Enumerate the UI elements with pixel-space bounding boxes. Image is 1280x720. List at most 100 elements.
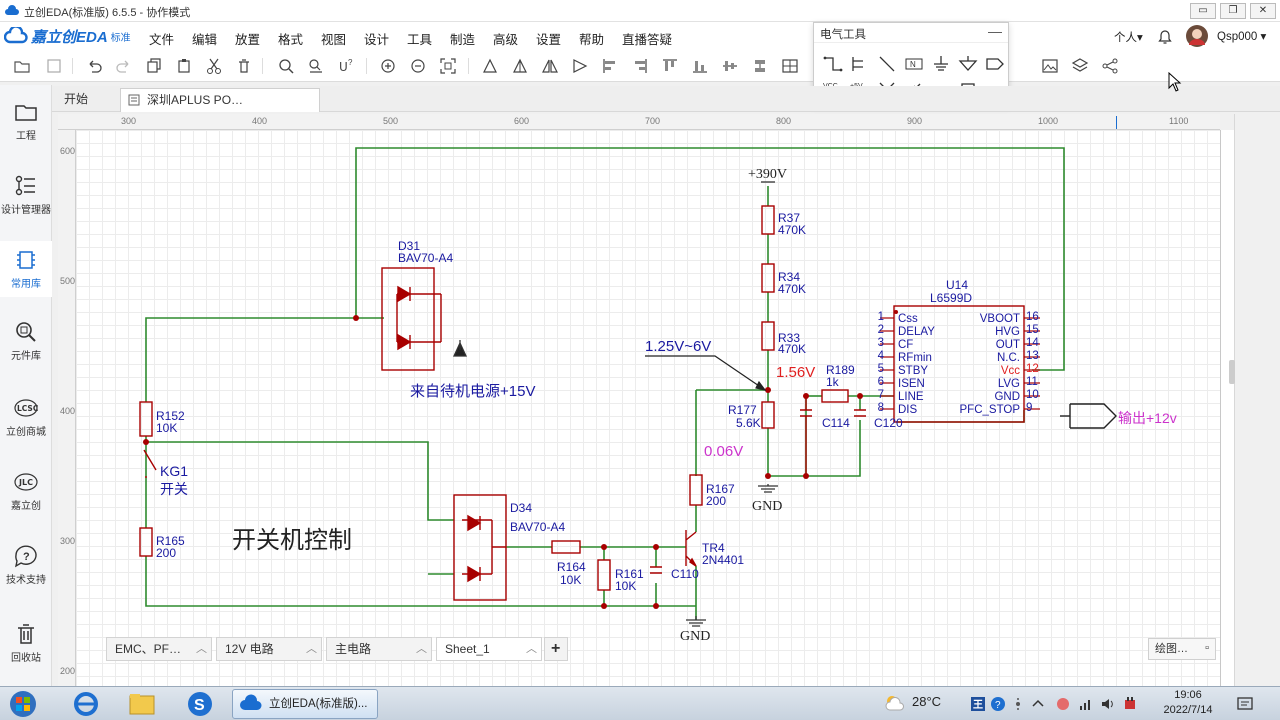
tab-start[interactable]: 开始 (56, 88, 116, 112)
explorer-icon[interactable] (122, 689, 162, 719)
title-bar: 立创EDA(标准版) 6.5.5 - 协作模式 ▭ ❐ ✕ (0, 0, 1280, 22)
show-hidden-icons[interactable] (1030, 696, 1046, 712)
sheet-border (1220, 130, 1234, 686)
line-icon[interactable] (876, 53, 898, 75)
system-clock[interactable]: 19:06 2022/7/14 (1150, 688, 1226, 718)
sidebar-item-components[interactable]: 元件库 (0, 319, 52, 362)
c110-label: C110 (671, 567, 699, 581)
open-icon[interactable] (12, 56, 32, 76)
grid-icon[interactable] (780, 56, 800, 76)
align-left-icon[interactable] (600, 56, 620, 76)
flip-vertical-icon[interactable] (570, 56, 590, 76)
antivirus-icon[interactable] (1054, 696, 1072, 712)
draw-panel-toggle[interactable]: 绘图…▫ (1148, 638, 1216, 660)
update-component-icon[interactable]: U? (336, 56, 356, 76)
align-bottom-icon[interactable] (690, 56, 710, 76)
panel-collapse-handle[interactable] (1229, 360, 1235, 384)
sheet-tab-emc[interactable]: EMC、PF…︿ (106, 637, 212, 661)
power-icon[interactable] (1122, 696, 1138, 712)
chip-pin-name: ISEN (898, 378, 925, 390)
taskbar-app-eda[interactable]: 立创EDA(标准版)... (232, 689, 378, 719)
menu-edit[interactable]: 编辑 (192, 33, 218, 47)
user-avatar[interactable] (1186, 25, 1208, 47)
rotate-left-icon[interactable] (480, 56, 500, 76)
copy-icon[interactable] (144, 56, 164, 76)
menu-help[interactable]: 帮助 (579, 33, 605, 47)
rotate-right-icon[interactable] (510, 56, 530, 76)
menu-file[interactable]: 文件 (149, 33, 175, 47)
sidebar-item-recycle-bin[interactable]: 回收站 (0, 621, 52, 664)
menu-live-qa[interactable]: 直播答疑 (622, 33, 673, 47)
tab-schematic[interactable]: 深圳APLUS PO… (120, 88, 320, 112)
menu-fabrication[interactable]: 制造 (450, 33, 476, 47)
align-center-icon[interactable] (720, 56, 740, 76)
tray-icon[interactable] (1010, 696, 1026, 712)
help-tray-icon[interactable]: ? (990, 696, 1006, 712)
tab-label: 开始 (64, 92, 89, 106)
ime-icon[interactable]: 王 (970, 696, 986, 712)
menu-view[interactable]: 视图 (321, 33, 347, 47)
align-top-icon[interactable] (660, 56, 680, 76)
taskbar-app-label: 立创EDA(标准版)... (269, 698, 368, 710)
sidebar-item-common-lib[interactable]: 常用库 (0, 241, 52, 297)
share-icon[interactable] (1100, 56, 1120, 76)
sidebar-item-design-manager[interactable]: 设计管理器 (0, 173, 52, 216)
paste-icon[interactable] (174, 56, 194, 76)
volume-icon[interactable] (1100, 696, 1116, 712)
notification-icon[interactable] (1236, 695, 1254, 713)
menu-advanced[interactable]: 高级 (493, 33, 519, 47)
menu-tools[interactable]: 工具 (407, 33, 433, 47)
zoom-in-icon[interactable] (378, 56, 398, 76)
search-icon[interactable] (276, 56, 296, 76)
zoom-out-icon[interactable] (408, 56, 428, 76)
sidebar-item-jlc[interactable]: JLC 嘉立创 (0, 469, 52, 512)
menu-settings[interactable]: 设置 (536, 33, 562, 47)
sidebar-item-support[interactable]: ? 技术支持 (0, 543, 52, 586)
save-icon[interactable] (44, 56, 64, 76)
image-icon[interactable] (1040, 56, 1060, 76)
sidebar-item-lcsc-mall[interactable]: LCSC 立创商城 (0, 395, 52, 438)
align-right-icon[interactable] (630, 56, 650, 76)
sogou-icon[interactable]: S (180, 689, 220, 719)
distribute-icon[interactable] (750, 56, 770, 76)
undo-icon[interactable] (84, 56, 104, 76)
sheet-tab-12v[interactable]: 12V 电路︿ (216, 637, 322, 661)
ground-symbols (452, 181, 778, 627)
toolbar-divider (262, 58, 263, 74)
fit-view-icon[interactable] (438, 56, 458, 76)
ie-icon[interactable] (66, 689, 106, 719)
find-replace-icon[interactable] (306, 56, 326, 76)
cut-icon[interactable] (204, 56, 224, 76)
sidebar-item-project[interactable]: 工程 (0, 99, 52, 142)
start-button[interactable] (4, 689, 42, 719)
layers-icon[interactable] (1070, 56, 1090, 76)
schematic-canvas[interactable]: +390V R37 470K R34 470K R33 470K D31 BAV… (76, 130, 1220, 686)
restore-button[interactable]: ❐ (1220, 3, 1246, 19)
sheet-tab-sheet1[interactable]: Sheet_1︿ (436, 637, 542, 661)
close-window-button[interactable]: ✕ (1250, 3, 1276, 19)
wire-icon[interactable] (822, 53, 844, 75)
user-menu[interactable]: Qsp000 ▾ (1217, 31, 1267, 43)
ruler-tick: 300 (121, 116, 137, 126)
menu-place[interactable]: 放置 (235, 33, 261, 47)
bell-icon[interactable] (1157, 29, 1173, 45)
flip-horizontal-icon[interactable] (540, 56, 560, 76)
net-label-icon[interactable]: N (903, 53, 925, 75)
network-icon[interactable] (1078, 696, 1094, 712)
ground-icon[interactable] (930, 53, 952, 75)
redo-icon[interactable] (114, 56, 134, 76)
panel-collapse-button[interactable]: — (988, 23, 1002, 39)
weather-temp: 28°C (912, 694, 942, 709)
menu-design[interactable]: 设计 (364, 33, 390, 47)
personal-menu[interactable]: 个人▾ (1114, 32, 1143, 44)
net-port-icon[interactable] (984, 53, 1006, 75)
sheet-tab-main[interactable]: 主电路︿ (326, 637, 432, 661)
ground-triangle-icon[interactable] (957, 53, 979, 75)
schematic-drawing: +390V R37 470K R34 470K R33 470K D31 BAV… (139, 147, 1177, 644)
logo-name: 嘉立创EDA (31, 28, 108, 46)
bus-entry-icon[interactable] (849, 53, 871, 75)
delete-icon[interactable] (234, 56, 254, 76)
menu-format[interactable]: 格式 (278, 33, 304, 47)
add-sheet-button[interactable]: + (544, 637, 568, 661)
minimize-button[interactable]: ▭ (1190, 3, 1216, 19)
